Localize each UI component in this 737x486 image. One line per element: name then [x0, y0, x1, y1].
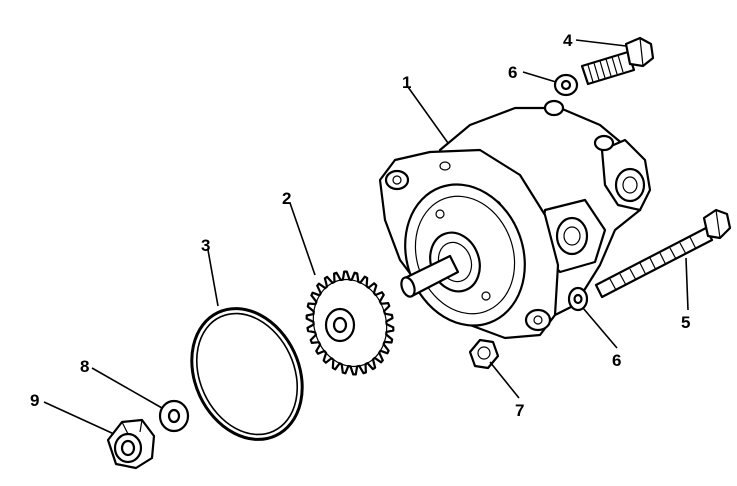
leader-6b	[582, 307, 618, 349]
callout-5: 5	[681, 313, 690, 332]
leader-9	[43, 401, 115, 435]
leader-6a	[522, 71, 557, 83]
callout-6-upper: 6	[508, 63, 517, 82]
washer-upper	[553, 73, 579, 97]
callout-1: 1	[402, 73, 411, 92]
leader-4	[575, 39, 627, 47]
leader-7	[489, 361, 520, 399]
o-ring	[190, 307, 304, 441]
callout-3: 3	[201, 236, 210, 255]
bolt-long	[594, 208, 732, 299]
callout-8: 8	[80, 357, 89, 376]
leader-lines	[43, 39, 689, 435]
callout-7: 7	[515, 401, 524, 420]
callout-2: 2	[282, 189, 291, 208]
leader-8	[91, 367, 163, 409]
bolt-short	[580, 36, 655, 86]
leader-2	[289, 202, 316, 276]
callout-4: 4	[563, 31, 573, 50]
callout-9: 9	[30, 391, 39, 410]
nut-small	[468, 338, 500, 370]
nut-large	[106, 418, 156, 470]
callout-6-lower: 6	[612, 351, 621, 370]
drive-gear	[305, 270, 395, 376]
leader-5	[685, 257, 689, 311]
leader-3	[207, 249, 219, 307]
washer-lower	[567, 286, 589, 312]
washer-flat	[158, 399, 190, 433]
leader-1	[407, 86, 449, 144]
callout-labels: 1 2 3 4 5 6 6 7 8 9	[30, 31, 690, 420]
pump-housing	[378, 99, 652, 340]
